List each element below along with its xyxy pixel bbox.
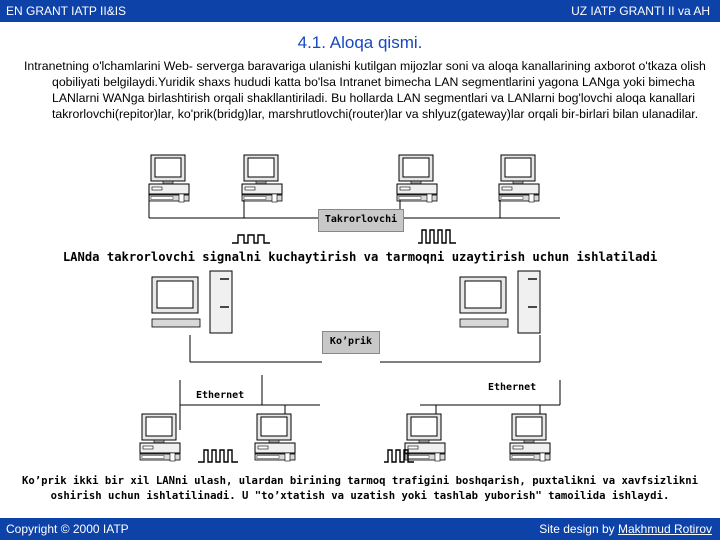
- author-link[interactable]: Makhmud Rotirov: [617, 522, 712, 536]
- bridge-caption: Ko’prik ikki bir xil LANni ulash, ularda…: [21, 475, 699, 502]
- header-right-text: UZ IATP GRANTI II va AH: [571, 4, 710, 18]
- computer-icon: [509, 413, 551, 462]
- server-icon: [151, 270, 233, 334]
- computer-icon: [404, 413, 446, 462]
- computer-icon: [241, 154, 283, 203]
- site-design-credit: Site design by Makhmud Rotirov: [539, 522, 712, 536]
- computer-icon: [148, 154, 190, 203]
- repeater-network-diagram: [148, 154, 560, 244]
- bridge-network-diagram: [139, 270, 561, 463]
- intro-paragraph: Intranetning o'lchamlarini Web- serverga…: [24, 58, 706, 122]
- server-icon: [459, 270, 541, 334]
- header-left-text: EN GRANT IATP II&IS: [6, 4, 127, 18]
- computer-icon: [498, 154, 540, 203]
- site-design-prefix: Site design by: [539, 522, 618, 536]
- repeater-caption: LANda takrorlovchi signalni kuchaytirish…: [62, 250, 658, 264]
- repeater-box: Takrorlovchi: [318, 209, 404, 232]
- computer-icon: [254, 413, 296, 462]
- page-title: 4.1. Aloqa qismi.: [297, 33, 423, 52]
- copyright-text: Copyright © 2000 IATP: [6, 522, 129, 536]
- header-bar: EN GRANT IATP II&IS UZ IATP GRANTI II va…: [0, 0, 720, 22]
- ethernet-right-label: Ethernet: [488, 382, 537, 393]
- ethernet-left-label: Ethernet: [196, 390, 245, 401]
- computer-icon: [139, 413, 181, 462]
- bridge-box: Ko’prik: [322, 331, 380, 354]
- computer-icon: [396, 154, 438, 203]
- intro-text: Intranetning o'lchamlarini Web- serverga…: [24, 59, 706, 121]
- footer-bar: Copyright © 2000 IATP Site design by Mak…: [0, 518, 720, 540]
